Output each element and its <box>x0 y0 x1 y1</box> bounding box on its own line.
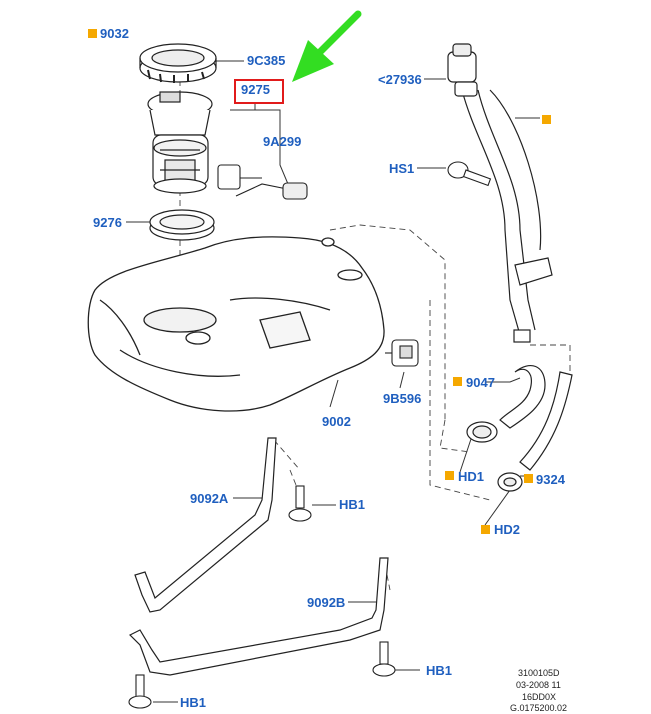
orange-marker <box>88 29 97 38</box>
label-hd2: HD2 <box>494 522 521 537</box>
hoses <box>499 364 573 471</box>
label-9276: 9276 <box>93 215 122 230</box>
label-9032: 9032 <box>100 26 129 41</box>
label-hs1: HS1 <box>389 161 415 176</box>
orange-marker <box>524 474 533 483</box>
orange-marker <box>453 377 462 386</box>
locking-ring <box>139 43 217 83</box>
label-9a299: 9A299 <box>263 134 302 149</box>
label-9324: 9324 <box>536 472 565 487</box>
label-hb1-upper: HB1 <box>339 497 366 512</box>
label-9002: 9002 <box>322 414 351 429</box>
highlight-box <box>234 79 284 104</box>
seal-ring <box>149 209 215 241</box>
level-sender <box>217 164 308 200</box>
bolt-hs1 <box>447 161 492 187</box>
orange-marker <box>542 115 551 124</box>
label-9047: 9047 <box>466 375 495 390</box>
bolts-hb1 <box>128 485 396 709</box>
label-27936: <27936 <box>378 72 422 87</box>
orange-marker <box>445 471 454 480</box>
reference-date: 03-2008 11 <box>516 680 561 690</box>
fuel-tank <box>87 236 385 412</box>
strap-9092a <box>134 437 277 613</box>
reference-model: 16DD0X <box>522 692 557 702</box>
reference-figure: G.0175200.02 <box>510 703 568 713</box>
reference-code: 3100105D <box>518 668 560 678</box>
strap-9092b <box>128 557 389 676</box>
label-9092b: 9092B <box>307 595 346 610</box>
label-9b596: 9B596 <box>383 391 422 406</box>
label-hb1-right: HB1 <box>426 663 453 678</box>
clamps <box>466 421 523 492</box>
fuel-pump-module <box>147 91 213 194</box>
label-9092a: 9092A <box>190 491 229 506</box>
label-hb1-lower: HB1 <box>180 695 207 710</box>
pressure-sensor <box>385 339 419 367</box>
label-9275: 9275 <box>241 82 270 97</box>
orange-marker <box>481 525 490 534</box>
pointer-arrow-icon <box>292 10 362 82</box>
filler-pipe <box>447 43 553 343</box>
label-hd1: HD1 <box>458 469 485 484</box>
label-9c385: 9C385 <box>247 53 286 68</box>
